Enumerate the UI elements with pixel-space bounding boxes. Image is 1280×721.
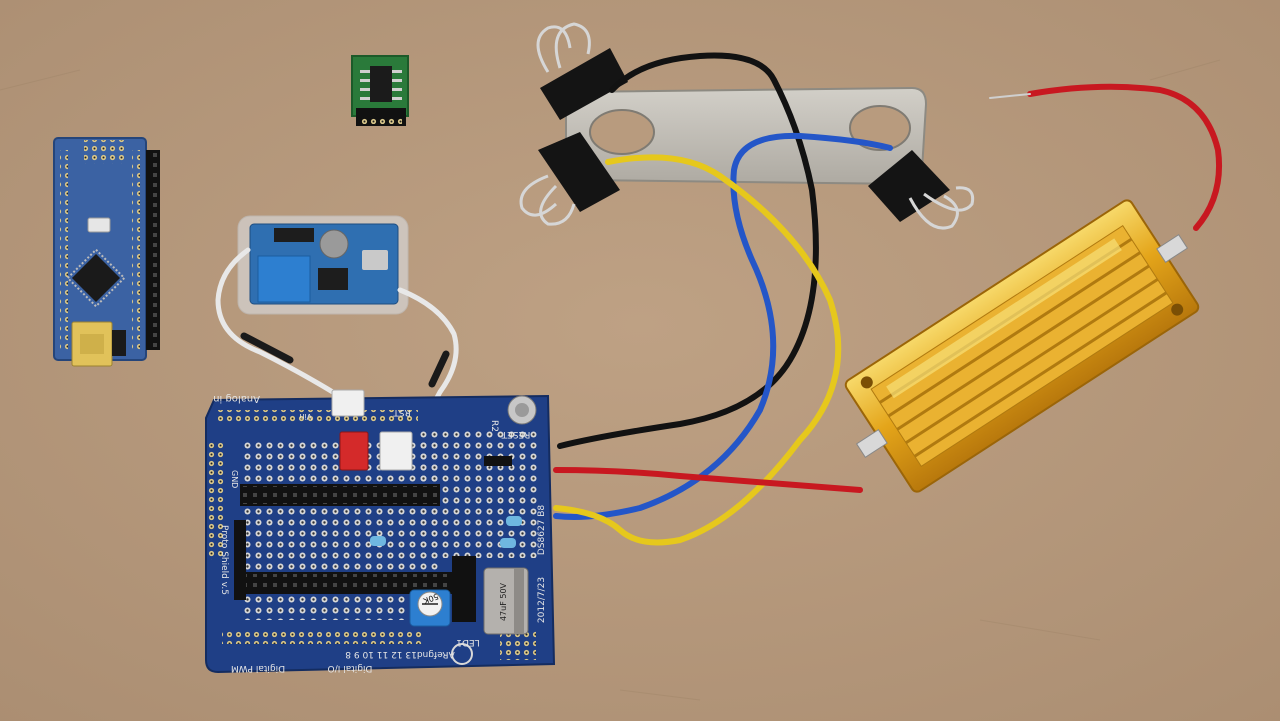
label-led1: LED1 — [456, 637, 479, 647]
label-reset: RESET — [501, 429, 530, 439]
trim-potentiometer — [409, 589, 451, 627]
jst-connector-white-top — [331, 389, 365, 417]
wire-yellow — [553, 154, 842, 546]
label-r2: R2 — [489, 420, 499, 432]
workbench-marks — [0, 59, 1221, 701]
jst-connector-white — [379, 431, 413, 471]
boost-trim-pot-icon — [257, 255, 311, 303]
small-resistors — [370, 456, 522, 548]
boost-converter-module — [237, 215, 409, 315]
wire-white-1 — [215, 247, 339, 397]
wire-red-top — [1027, 83, 1223, 231]
label-arefgnd: ARefgnd13 12 11 10 9 8 — [345, 649, 455, 659]
binder-clip-right — [868, 150, 975, 230]
label-gnd: GND — [230, 470, 239, 488]
wire-blue — [553, 132, 893, 520]
wire-black — [557, 52, 819, 449]
label-vin: Vin — [299, 412, 312, 421]
arduino-nano-board — [53, 137, 160, 367]
wire-bundle — [215, 52, 1223, 546]
shunt-metal-plate — [565, 86, 928, 186]
reset-button-icon — [507, 395, 537, 425]
label-ds-chip: DS8627 B8 — [537, 505, 547, 556]
binder-clip-top — [536, 22, 628, 120]
label-cap-value: 47uF 50V — [499, 582, 508, 621]
nano-pin-header — [148, 152, 158, 348]
boost-inductor-icon — [319, 229, 349, 259]
label-shield-date: 2012/7/23 — [537, 577, 547, 623]
plate-hole-left-icon — [589, 109, 655, 155]
jst-connector-red — [339, 431, 369, 471]
soic-adapter-board — [351, 55, 409, 126]
label-rst: RST — [393, 407, 411, 417]
label-analog-in: Analog in — [213, 393, 260, 404]
nano-reset-button-icon — [87, 217, 111, 233]
wire-red — [553, 467, 863, 493]
gold-power-resistor — [844, 199, 1200, 493]
binder-clip-left — [519, 132, 620, 226]
micro-usb-icon — [362, 250, 388, 270]
label-shield-name: Proto Shield v.5 — [219, 525, 229, 595]
label-digital-pwm: Digital PWM — [231, 663, 285, 673]
plate-hole-right-icon — [849, 105, 911, 151]
resistor-mount-hole-icon — [860, 376, 873, 389]
arduino-proto-shield: Analog in Proto Shield v.5 2012/7/23 DS8… — [205, 389, 556, 674]
label-digital-io: Digital I/O — [328, 663, 373, 673]
led-footprint-icon — [451, 643, 473, 665]
